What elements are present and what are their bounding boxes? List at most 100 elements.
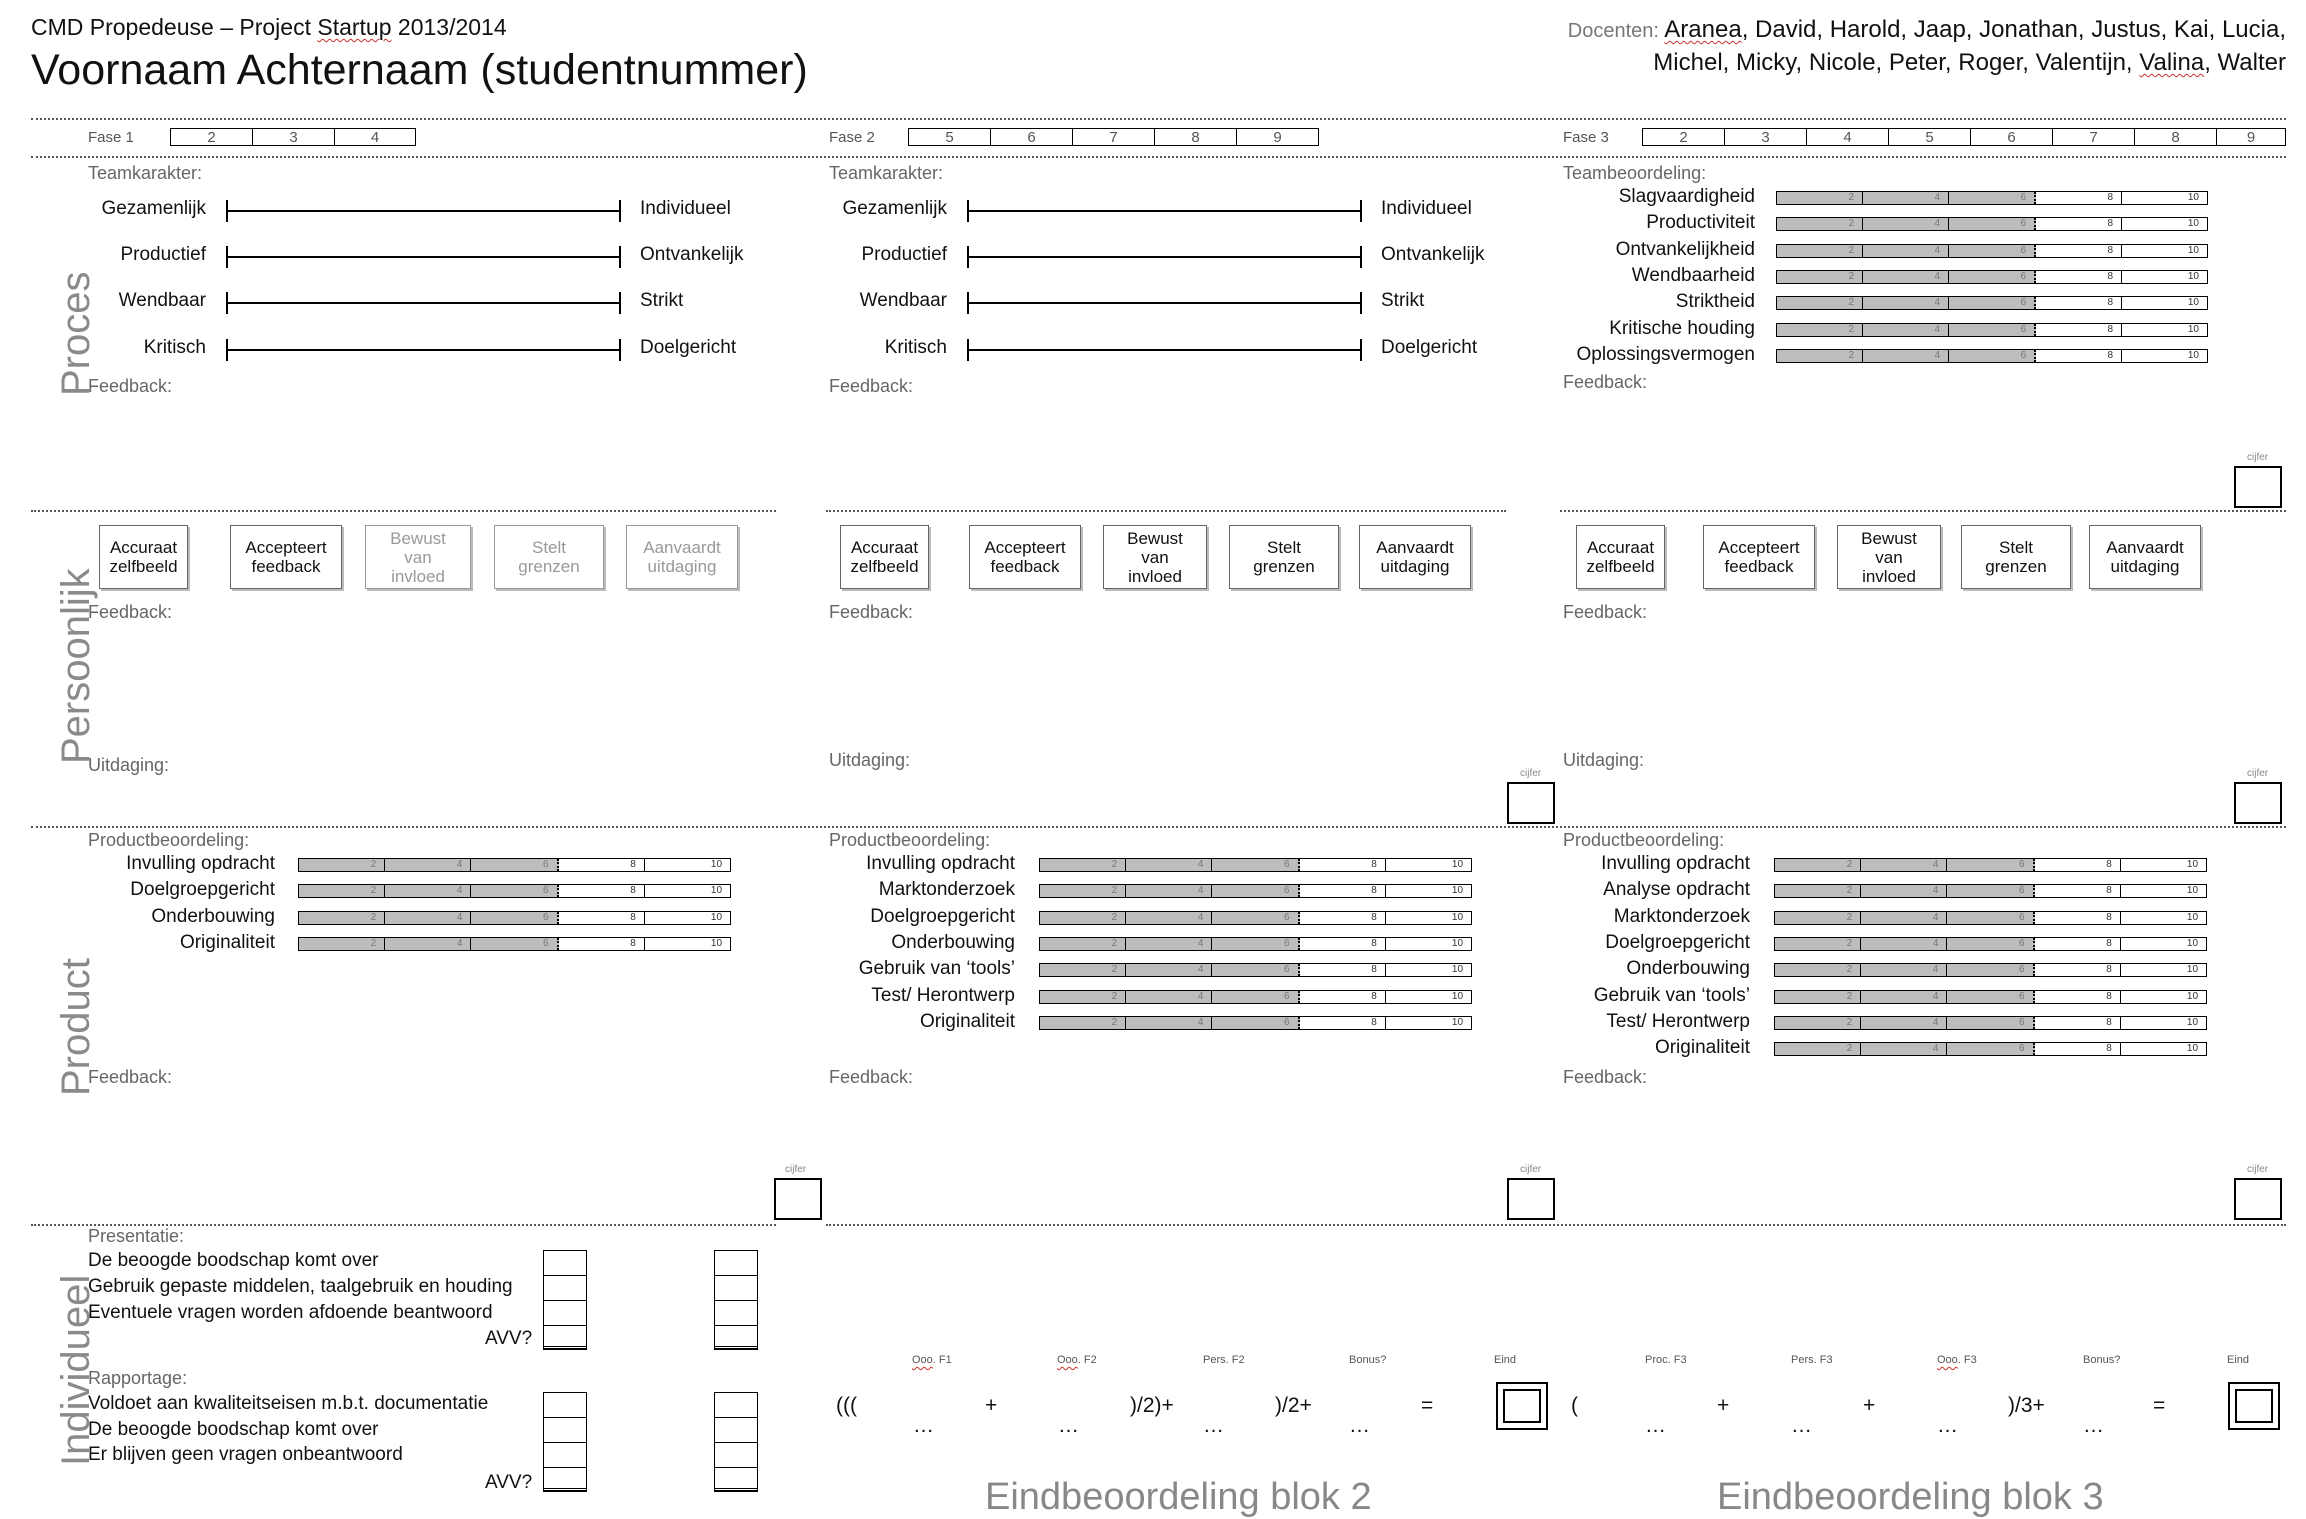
scale-line[interactable] <box>226 339 621 361</box>
rating-tick: 10 <box>1451 1016 1464 1028</box>
trait-line: grenzen <box>518 557 580 576</box>
rating-tick: 6 <box>1947 990 2035 1003</box>
fase-number[interactable]: 9 <box>1236 128 1319 146</box>
eindcijfer-box-blok3[interactable] <box>2228 1382 2280 1430</box>
formula-blank[interactable]: … <box>913 1414 934 1437</box>
presentatie-checkbox-column[interactable] <box>543 1250 587 1350</box>
rating-tick: 10 <box>2187 218 2199 230</box>
fase-1-label: Fase 1 <box>88 129 134 146</box>
scale-line[interactable] <box>226 200 621 222</box>
cijfer-box-proces[interactable] <box>2234 466 2282 508</box>
presentatie-statement: Eventuele vragen worden afdoende beantwo… <box>88 1302 493 1323</box>
fase-number[interactable]: 8 <box>1154 128 1237 146</box>
fase-number[interactable]: 5 <box>1888 128 1971 146</box>
formula-blank[interactable]: … <box>1937 1414 1958 1437</box>
cijfer-box-product-3[interactable] <box>2234 1178 2282 1220</box>
formula-blank[interactable]: … <box>1203 1414 1224 1437</box>
fase-number[interactable]: 4 <box>1806 128 1889 146</box>
scale-line[interactable] <box>967 200 1362 222</box>
formula-blank[interactable]: … <box>1349 1414 1370 1437</box>
fase-number[interactable]: 2 <box>170 128 253 146</box>
fase-number[interactable]: 7 <box>1072 128 1155 146</box>
formula-blank[interactable]: … <box>1645 1414 1666 1437</box>
cijfer-box-product-2[interactable] <box>1507 1178 1555 1220</box>
eindcijfer-box-blok2[interactable] <box>1496 1382 1548 1430</box>
fase-number[interactable]: 7 <box>2052 128 2135 146</box>
fase-number[interactable]: 6 <box>1970 128 2053 146</box>
scale-line[interactable] <box>967 246 1362 268</box>
fase-number[interactable]: 4 <box>334 128 416 146</box>
rating-tick: 2 <box>1777 244 1863 257</box>
fase-number[interactable]: 3 <box>252 128 335 146</box>
fase-number[interactable]: 5 <box>908 128 991 146</box>
scale-line[interactable] <box>967 339 1362 361</box>
rapportage-checkbox-column[interactable] <box>714 1392 758 1492</box>
cijfer-box-product-1[interactable] <box>774 1178 822 1220</box>
scale-line[interactable] <box>226 292 621 314</box>
presentatie-checkbox-column[interactable] <box>714 1250 758 1350</box>
rapportage-label: Rapportage: <box>88 1368 188 1388</box>
scale-line[interactable] <box>967 292 1362 314</box>
rapportage-checkbox-column[interactable] <box>543 1392 587 1492</box>
separator <box>31 510 776 512</box>
cijfer-box-persoonlijk-2[interactable] <box>1507 782 1555 824</box>
fase-number[interactable]: 3 <box>1724 128 1807 146</box>
rating-tick: 6 <box>1949 192 2036 204</box>
fase-number[interactable]: 9 <box>2216 128 2286 146</box>
cijfer-box-persoonlijk-3[interactable] <box>2234 782 2282 824</box>
fase-number[interactable]: 2 <box>1642 128 1725 146</box>
formula-blank[interactable]: … <box>1058 1414 1079 1437</box>
section-label-persoonlijk: Persoonlijk <box>54 568 98 764</box>
trait-line: Accepteert <box>984 538 1066 557</box>
formula-blank[interactable]: … <box>1791 1414 1812 1437</box>
scale-right-label: Individueel <box>1381 198 1472 219</box>
rating-tick: 6 <box>1947 964 2035 977</box>
fase-number[interactable]: 6 <box>990 128 1073 146</box>
formula-blank[interactable]: … <box>2083 1414 2104 1437</box>
fase-number[interactable]: 8 <box>2134 128 2217 146</box>
scale-line[interactable] <box>226 246 621 268</box>
